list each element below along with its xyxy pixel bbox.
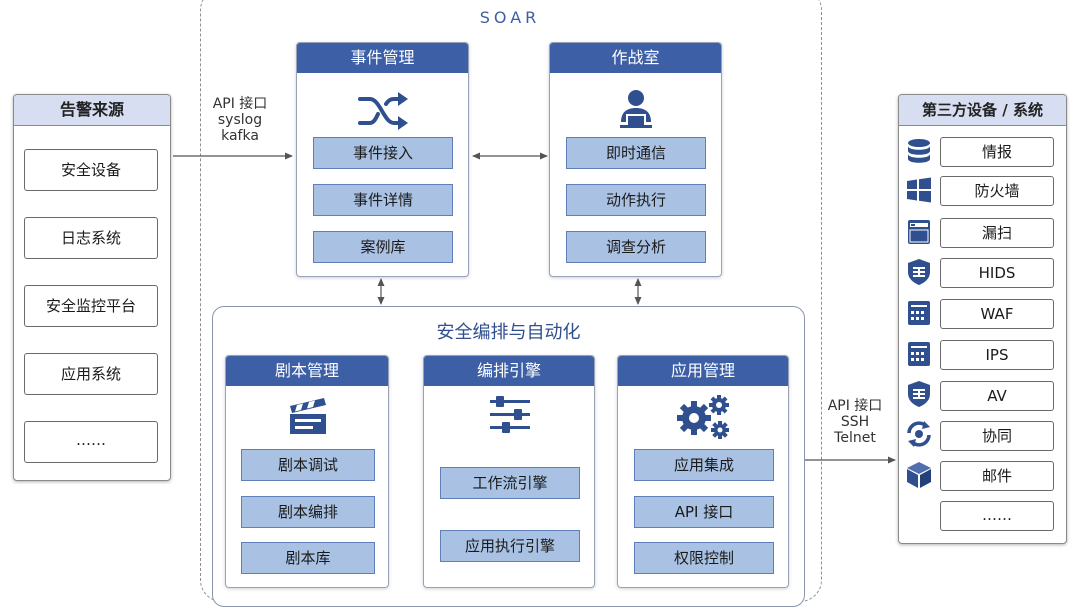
playbook-orchestrate-button[interactable]: 剧本编排 [241,496,375,528]
war-room-title: 作战室 [550,43,721,73]
playbook-title: 剧本管理 [226,356,388,386]
alert-source-item[interactable]: 日志系统 [24,217,158,259]
engine-title: 编排引擎 [424,356,594,386]
event-mgmt-panel: 事件管理 事件接入 事件详情 案例库 [296,42,469,277]
sync-icon [907,421,931,447]
alert-source-panel: 告警来源 安全设备 日志系统 安全监控平台 应用系统 …… [13,94,171,481]
orchestration-title: 安全编排与自动化 [436,322,581,343]
third-party-item-collab[interactable]: 协同 [940,421,1054,451]
third-party-item-hids[interactable]: HIDS [940,258,1054,288]
event-mgmt-title: 事件管理 [297,43,468,73]
app-exec-engine-button[interactable]: 应用执行引擎 [440,530,580,562]
app-integration-button[interactable]: 应用集成 [634,449,774,481]
investigation-button[interactable]: 调查分析 [566,231,706,263]
gears-icon [677,395,729,439]
right-interface-label: API 接口 SSH Telnet [827,398,883,446]
shield-icon [908,381,930,407]
server-icon [908,220,930,244]
playbook-library-button[interactable]: 剧本库 [241,542,375,574]
soar-label: SOAR [479,8,541,27]
app-mgmt-panel: 应用管理 应用集成 API 接口 权限控制 [617,355,789,588]
app-mgmt-title: 应用管理 [618,356,788,386]
sliders-icon [490,396,530,433]
device-icon [908,301,930,325]
third-party-item-vuln-scan[interactable]: 漏扫 [940,218,1054,248]
cube-icon [907,462,931,488]
api-interface-button[interactable]: API 接口 [634,496,774,528]
alert-source-item[interactable]: 应用系统 [24,353,158,395]
case-library-button[interactable]: 案例库 [313,231,453,263]
clapperboard-icon [290,398,326,434]
alert-source-item[interactable]: …… [24,421,158,463]
permission-control-button[interactable]: 权限控制 [634,542,774,574]
third-party-item-ips[interactable]: IPS [940,340,1054,370]
workflow-engine-button[interactable]: 工作流引擎 [440,467,580,499]
third-party-item-intel[interactable]: 情报 [940,137,1054,167]
alert-source-item[interactable]: 安全设备 [24,149,158,191]
alert-source-item[interactable]: 安全监控平台 [24,285,158,327]
third-party-item-waf[interactable]: WAF [940,299,1054,329]
database-icon [908,139,930,163]
instant-message-button[interactable]: 即时通信 [566,137,706,169]
shuffle-icon [358,92,408,130]
windows-icon [907,177,931,203]
third-party-item-firewall[interactable]: 防火墙 [940,176,1054,206]
event-detail-button[interactable]: 事件详情 [313,184,453,216]
playbook-debug-button[interactable]: 剧本调试 [241,449,375,481]
war-room-panel: 作战室 即时通信 动作执行 调查分析 [549,42,722,277]
action-execute-button[interactable]: 动作执行 [566,184,706,216]
third-party-title: 第三方设备 / 系统 [899,95,1066,126]
third-party-item-mail[interactable]: 邮件 [940,461,1054,491]
left-interface-label: API 接口 syslog kafka [212,96,268,144]
alert-source-title: 告警来源 [14,95,170,126]
operator-icon [620,90,652,128]
playbook-panel: 剧本管理 剧本调试 剧本编排 剧本库 [225,355,389,588]
engine-panel: 编排引擎 工作流引擎 应用执行引擎 [423,355,595,588]
device-icon [908,342,930,366]
shield-icon [908,259,930,285]
third-party-item-more[interactable]: …… [940,501,1054,531]
third-party-item-av[interactable]: AV [940,381,1054,411]
event-intake-button[interactable]: 事件接入 [313,137,453,169]
